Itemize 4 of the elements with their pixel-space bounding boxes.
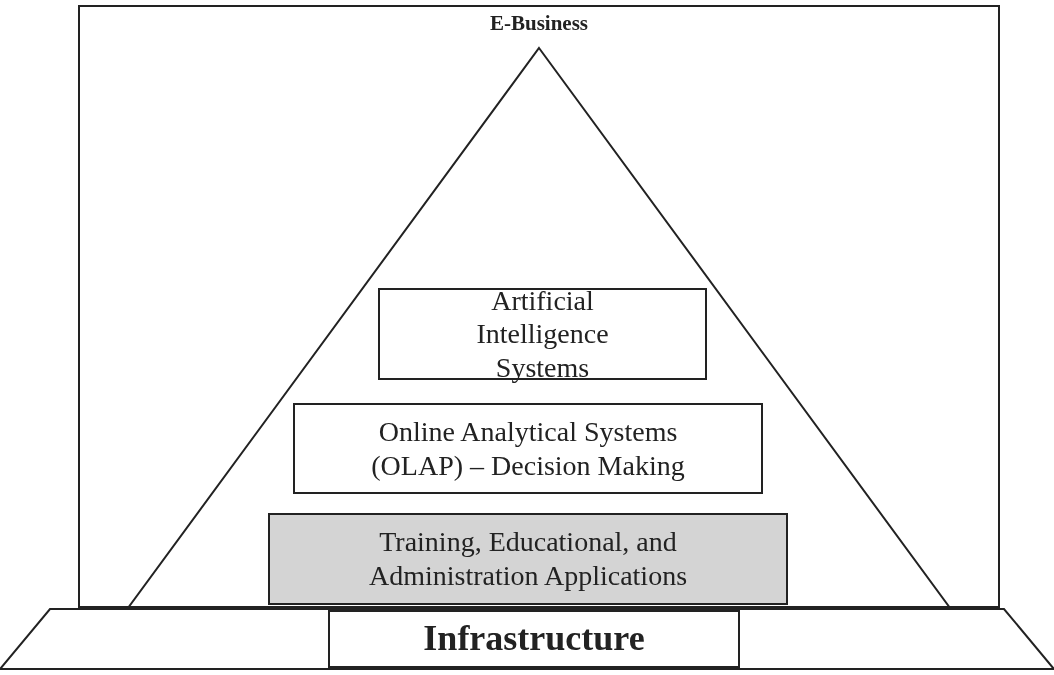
pyramid-title: E-Business bbox=[489, 11, 588, 36]
layer-box: Training, Educational, and Administration Applications bbox=[268, 513, 788, 605]
layer-box: Infrastructure bbox=[328, 610, 740, 668]
layer-box: Online Analytical Systems (OLAP) – Decision Making bbox=[293, 403, 763, 494]
